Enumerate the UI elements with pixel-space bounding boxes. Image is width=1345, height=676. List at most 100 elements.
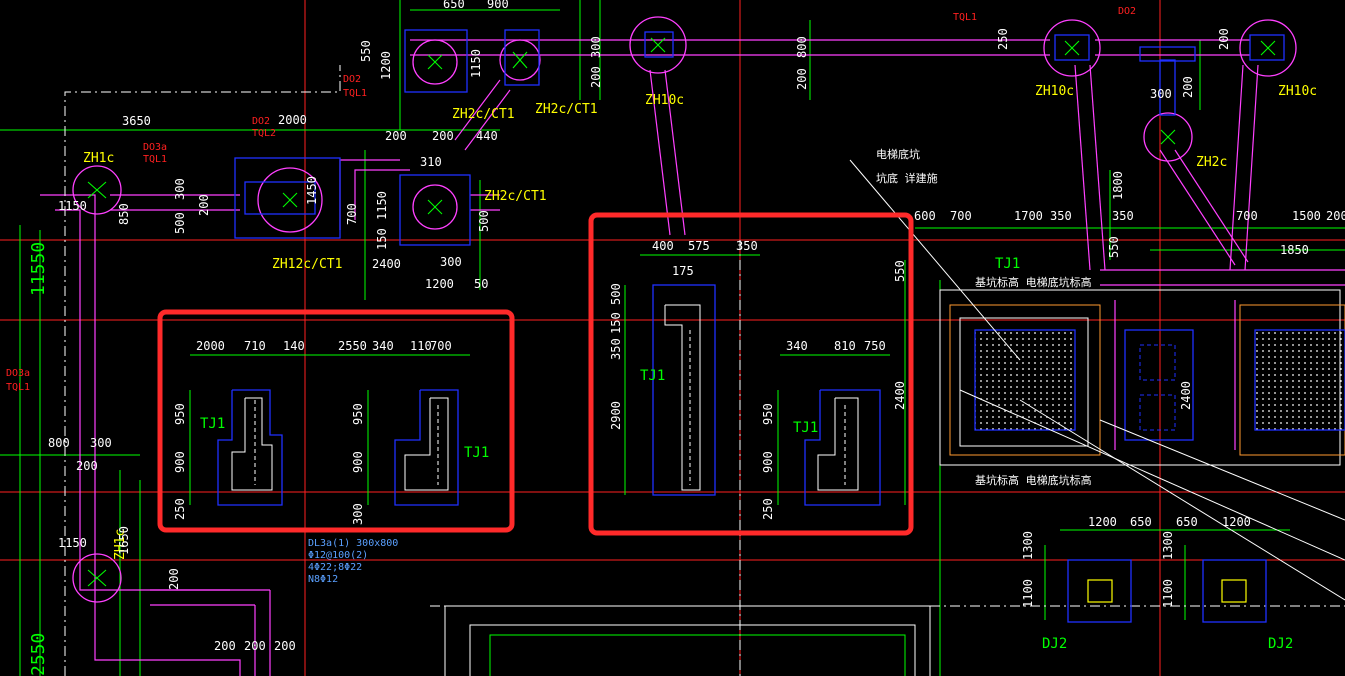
right-dim-5: 700 <box>1236 209 1258 223</box>
box2-175: 175 <box>672 264 694 278</box>
right-dim-1: 700 <box>950 209 972 223</box>
dim-800: 800 <box>795 36 809 58</box>
tj1-footing-tall <box>652 284 716 496</box>
label-zh2c-ct1-b: ZH2c/CT1 <box>535 102 598 117</box>
right-1800: 1800 <box>1111 171 1125 200</box>
label-dj2-a: DJ2 <box>1042 636 1067 652</box>
label-zh10c-c: ZH10c <box>1278 84 1317 99</box>
highlight-box-left[interactable] <box>157 309 515 533</box>
box1-left-0: 950 <box>173 403 187 425</box>
dim-700: 700 <box>345 203 359 225</box>
label-beam-1-b: Φ12@100(2) <box>308 550 368 561</box>
label-beam-1-d: N8Φ12 <box>308 574 338 585</box>
tj1-footing-left <box>217 389 283 506</box>
right-dim-6: 1500 <box>1292 209 1321 223</box>
dj-top-0: 1200 <box>1088 515 1117 529</box>
box1-dim-1: 710 <box>244 339 266 353</box>
box1-dim-0: 2000 <box>196 339 225 353</box>
dim-500b: 500 <box>173 212 187 234</box>
label-do2-b: DO2 <box>343 74 361 85</box>
highlight-box-right[interactable] <box>588 212 914 536</box>
dim-550: 550 <box>359 40 373 62</box>
right-dim-3: 350 <box>1050 209 1072 223</box>
dim-2000: 2000 <box>278 113 307 127</box>
label-tj1-c: TJ1 <box>640 368 665 384</box>
pile-caps <box>234 29 1285 246</box>
label-zh1c-bottom: ZH1c <box>113 529 128 560</box>
label-pit-elev-2: 基坑标高 电梯底坑标高 <box>975 473 1092 487</box>
dim-850: 850 <box>117 203 131 225</box>
dim-1150d: 1150 <box>58 536 87 550</box>
box1-left-1: 900 <box>173 451 187 473</box>
box2-left-2: 150 <box>609 312 623 334</box>
box2-right-2: 750 <box>864 339 886 353</box>
dim-1150c: 1150 <box>469 49 483 78</box>
right-550: 550 <box>1107 236 1121 258</box>
label-pit-elev-1: 基坑标高 电梯底坑标高 <box>975 275 1092 289</box>
dim-200e: 200 <box>795 68 809 90</box>
right-dim-2: 1700 <box>1014 209 1043 223</box>
tj1-footing-right <box>804 389 881 506</box>
dim-650: 650 <box>443 0 465 11</box>
dim-200b: 200 <box>432 129 454 143</box>
box2-dim-1: 575 <box>688 239 710 253</box>
dim-440: 440 <box>476 129 498 143</box>
label-do2-a: DO2 <box>252 116 270 127</box>
box2-right-0: 340 <box>786 339 808 353</box>
box1-dims <box>189 354 470 505</box>
box1-dim-4: 340 <box>372 339 394 353</box>
label-zh10c-a: ZH10c <box>645 93 684 108</box>
beam-lines <box>40 39 1345 676</box>
box2-rleft-1: 900 <box>761 451 775 473</box>
right-1850: 1850 <box>1280 243 1309 257</box>
dim-50: 50 <box>474 277 488 291</box>
box1-left-2: 250 <box>173 498 187 520</box>
plan-green <box>489 634 906 676</box>
box2-side-1: 2400 <box>893 381 907 410</box>
box1-dim-2: 140 <box>283 339 305 353</box>
member-labels: ZH1c ZH1c ZH12c/CT1 ZH2c/CT1 ZH2c/CT1 ZH… <box>6 6 1317 676</box>
box2-dim-2: 350 <box>736 239 758 253</box>
label-tj1-b: TJ1 <box>464 445 489 461</box>
label-tql1-a: TQL1 <box>343 88 367 99</box>
box1-mid-1: 900 <box>351 451 365 473</box>
dim-200i: 200 <box>274 639 296 653</box>
box1-mid-0: 950 <box>351 403 365 425</box>
right-dim-0: 600 <box>914 209 936 223</box>
top-200d: 200 <box>1217 28 1231 50</box>
label-zh1c-top: ZH1c <box>83 151 114 166</box>
dj-top-3: 1200 <box>1222 515 1251 529</box>
pile-marks <box>87 37 1276 587</box>
box1-mid-2: 300 <box>351 503 365 525</box>
box2-rleft-2: 250 <box>761 498 775 520</box>
label-beam-1: DL3a(1) 300x800 <box>308 538 398 549</box>
box2-rleft-0: 950 <box>761 403 775 425</box>
label-tql2-a: TQL2 <box>252 128 276 139</box>
label-pit-note: 坑底 详建施 <box>876 171 938 185</box>
box2-left-1: 350 <box>609 338 623 360</box>
box2-left-3: 2900 <box>609 401 623 430</box>
dim-2400: 2400 <box>372 257 401 271</box>
label-do3a-a: DO3a <box>143 142 167 153</box>
leader-lines <box>849 159 1345 601</box>
dim-1150b: 1150 <box>58 199 87 213</box>
label-beam-1-c: 4Φ22;8Φ22 <box>308 562 362 573</box>
dim-1200b: 1200 <box>379 51 393 80</box>
box2-right-1: 810 <box>834 339 856 353</box>
label-tj1-d: TJ1 <box>793 420 818 436</box>
dim-150a: 150 <box>375 228 389 250</box>
dim-200d: 200 <box>589 66 603 88</box>
dim-200a: 200 <box>385 129 407 143</box>
label-zh2c-ct1-c: ZH2c/CT1 <box>484 189 547 204</box>
label-elevator-pit: 电梯底坑 <box>876 147 920 161</box>
label-tql1-d: TQL1 <box>953 12 977 23</box>
box2-left-0: 500 <box>609 283 623 305</box>
label-tql1-c: TQL1 <box>6 382 30 393</box>
dim-200h: 200 <box>244 639 266 653</box>
dim-200j: 200 <box>76 459 98 473</box>
right-2400: 2400 <box>1179 381 1193 410</box>
dj2-footings <box>1067 559 1267 623</box>
right-300: 300 <box>1150 87 1172 101</box>
box1-dim-3: 2550 <box>338 339 367 353</box>
